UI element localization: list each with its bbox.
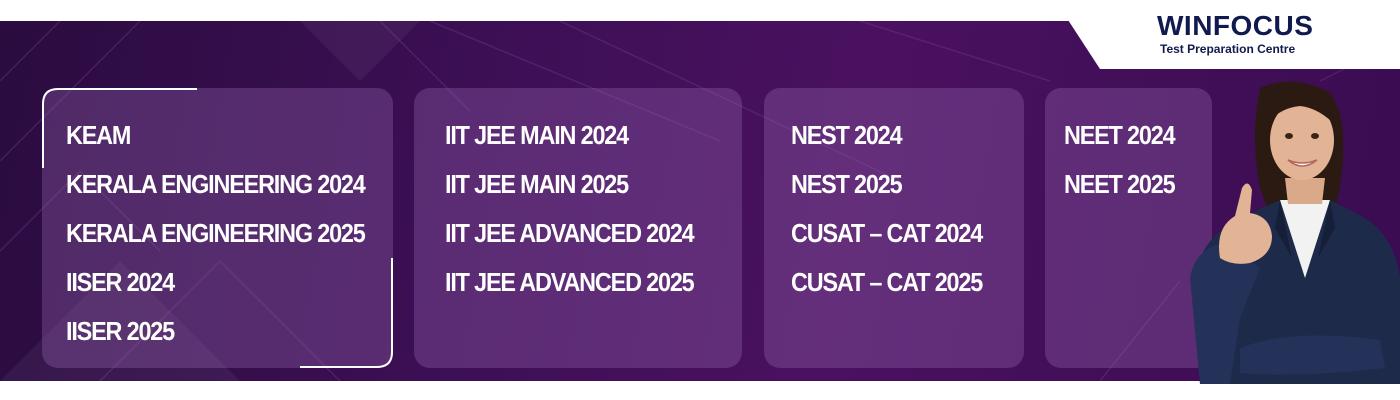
promo-banner xyxy=(0,21,1400,381)
course-item[interactable]: NEET 2024 xyxy=(1064,120,1176,150)
course-item[interactable]: IIT JEE ADVANCED 2025 xyxy=(445,267,695,297)
course-card-nest-cusat: NEST 2024 NEST 2025 CUSAT – CAT 2024 CUS… xyxy=(764,88,1024,368)
course-card-iit-jee: IIT JEE MAIN 2024 IIT JEE MAIN 2025 IIT … xyxy=(414,88,742,368)
course-item[interactable]: CUSAT – CAT 2025 xyxy=(791,267,983,297)
card-frame-accent xyxy=(42,88,393,368)
woman-pointing-illustration xyxy=(1190,81,1400,384)
course-list-iit-jee: IIT JEE MAIN 2024 IIT JEE MAIN 2025 IIT … xyxy=(445,117,721,313)
course-item[interactable]: NEST 2025 xyxy=(791,169,903,199)
course-item[interactable]: IIT JEE ADVANCED 2024 xyxy=(445,218,695,248)
course-list-neet: NEET 2024 NEET 2025 xyxy=(1064,117,1187,215)
course-item[interactable]: KERALA ENGINEERING 2025 xyxy=(66,218,366,248)
course-item[interactable]: NEET 2025 xyxy=(1064,169,1176,199)
brand-logo: WINFOCUS xyxy=(1157,10,1314,41)
course-item[interactable]: KEAM xyxy=(66,120,131,150)
course-item[interactable]: IIT JEE MAIN 2024 xyxy=(445,120,629,150)
brand-tagline: Test Preparation Centre xyxy=(1160,42,1296,56)
course-item[interactable]: IISER 2024 xyxy=(66,267,175,297)
course-list-nest-cusat: NEST 2024 NEST 2025 CUSAT – CAT 2024 CUS… xyxy=(791,117,1003,313)
course-list-engineering: KEAM KERALA ENGINEERING 2024 KERALA ENGI… xyxy=(66,117,398,362)
course-item[interactable]: IISER 2025 xyxy=(66,316,175,346)
course-card-engineering: KEAM KERALA ENGINEERING 2024 KERALA ENGI… xyxy=(42,88,393,368)
course-card-neet: NEET 2024 NEET 2025 xyxy=(1045,88,1212,368)
course-item[interactable]: IIT JEE MAIN 2025 xyxy=(445,169,629,199)
course-item[interactable]: CUSAT – CAT 2024 xyxy=(791,218,983,248)
course-item[interactable]: KERALA ENGINEERING 2024 xyxy=(66,169,366,199)
logo-tab xyxy=(1055,0,1400,69)
course-item[interactable]: NEST 2024 xyxy=(791,120,903,150)
